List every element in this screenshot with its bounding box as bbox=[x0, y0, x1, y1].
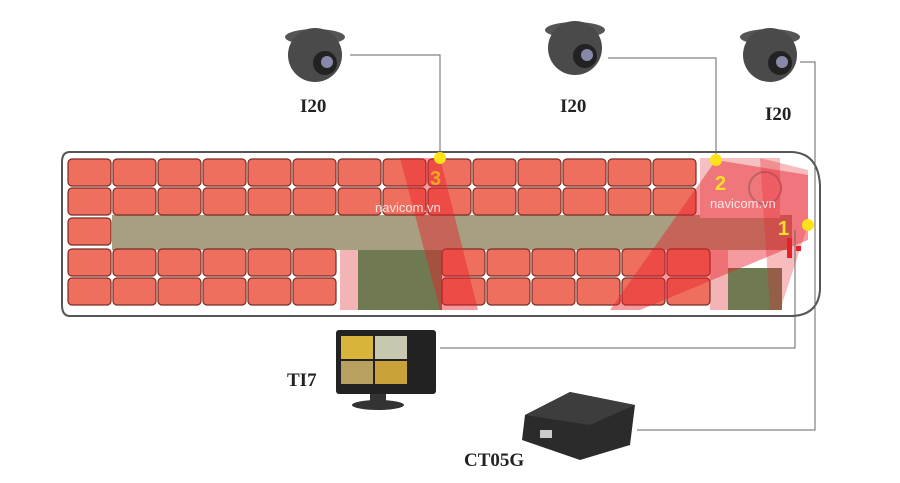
dome-camera-3 bbox=[285, 28, 345, 82]
seat bbox=[112, 158, 157, 187]
aisle-floor bbox=[112, 215, 792, 250]
camera-1-mount-point bbox=[802, 219, 814, 231]
seat bbox=[652, 187, 697, 216]
seat bbox=[517, 158, 562, 187]
stairwell-front bbox=[728, 268, 782, 310]
seat bbox=[441, 277, 486, 306]
seat bbox=[337, 187, 382, 216]
seat bbox=[576, 248, 621, 277]
camera-3-cable bbox=[350, 54, 441, 158]
seat bbox=[157, 277, 202, 306]
seat bbox=[441, 248, 486, 277]
seat bbox=[486, 248, 531, 277]
watermark-right: navicom.vn bbox=[710, 196, 776, 211]
driver-marker-small bbox=[796, 246, 801, 251]
seat bbox=[202, 248, 247, 277]
seat bbox=[247, 277, 292, 306]
camera-1-coverage bbox=[760, 158, 808, 310]
seat bbox=[292, 158, 337, 187]
seat bbox=[472, 187, 517, 216]
seat bbox=[292, 187, 337, 216]
stairwell-middle bbox=[358, 250, 442, 310]
seat bbox=[531, 248, 576, 277]
driver-marker bbox=[787, 238, 792, 258]
seat bbox=[112, 187, 157, 216]
seat bbox=[157, 248, 202, 277]
aisle-floor-left bbox=[112, 245, 122, 250]
seat bbox=[157, 187, 202, 216]
driver-area bbox=[700, 158, 780, 218]
monitor-device bbox=[336, 330, 436, 410]
monitor-model-label: TI7 bbox=[287, 370, 317, 391]
camera-1-model-label: I20 bbox=[765, 104, 792, 125]
pink-space-front bbox=[710, 250, 728, 310]
seat bbox=[292, 277, 337, 306]
seat bbox=[337, 158, 382, 187]
seat bbox=[67, 217, 112, 246]
camera-3-model-label: I20 bbox=[300, 96, 327, 117]
camera-3-coverage bbox=[400, 158, 478, 310]
seat bbox=[517, 187, 562, 216]
seats bbox=[67, 158, 711, 306]
seat bbox=[666, 277, 711, 306]
camera-2-coverage bbox=[610, 160, 808, 310]
seat bbox=[112, 248, 157, 277]
recorder-device bbox=[522, 392, 635, 460]
seat bbox=[531, 277, 576, 306]
seat bbox=[427, 187, 472, 216]
seat bbox=[157, 158, 202, 187]
seat bbox=[607, 187, 652, 216]
seat bbox=[621, 277, 666, 306]
camera-2-cable bbox=[608, 57, 717, 160]
pink-space-middle bbox=[340, 250, 358, 310]
recorder-model-label: CT05G bbox=[464, 450, 525, 471]
camera-1-number: 1 bbox=[778, 218, 790, 240]
camera-1-cable bbox=[637, 61, 816, 431]
seat bbox=[666, 248, 711, 277]
camera-2-mount-point bbox=[710, 154, 722, 166]
steering-wheel bbox=[748, 171, 782, 205]
seat bbox=[202, 158, 247, 187]
camera-3-number: 3 bbox=[430, 168, 442, 190]
seat bbox=[292, 248, 337, 277]
seat bbox=[67, 248, 112, 277]
seat bbox=[621, 248, 666, 277]
seat bbox=[382, 158, 427, 187]
watermark-left: navicom.vn bbox=[375, 200, 441, 215]
seat bbox=[67, 277, 112, 306]
seat bbox=[562, 187, 607, 216]
seat bbox=[607, 158, 652, 187]
seat bbox=[202, 277, 247, 306]
seat bbox=[202, 187, 247, 216]
seat bbox=[427, 158, 472, 187]
seat bbox=[67, 158, 112, 187]
seat bbox=[247, 187, 292, 216]
seat bbox=[247, 158, 292, 187]
dome-camera-1 bbox=[740, 28, 800, 82]
seat bbox=[576, 277, 621, 306]
camera-2-number: 2 bbox=[715, 173, 727, 195]
seat bbox=[247, 248, 292, 277]
seat bbox=[382, 187, 427, 216]
seat bbox=[112, 277, 157, 306]
dome-camera-2 bbox=[545, 21, 605, 75]
seat bbox=[562, 158, 607, 187]
seat bbox=[652, 158, 697, 187]
seat bbox=[486, 277, 531, 306]
seat bbox=[472, 158, 517, 187]
monitor-cable bbox=[440, 230, 796, 349]
camera-2-model-label: I20 bbox=[560, 96, 587, 117]
camera-3-mount-point bbox=[434, 152, 446, 164]
seat bbox=[67, 187, 112, 216]
